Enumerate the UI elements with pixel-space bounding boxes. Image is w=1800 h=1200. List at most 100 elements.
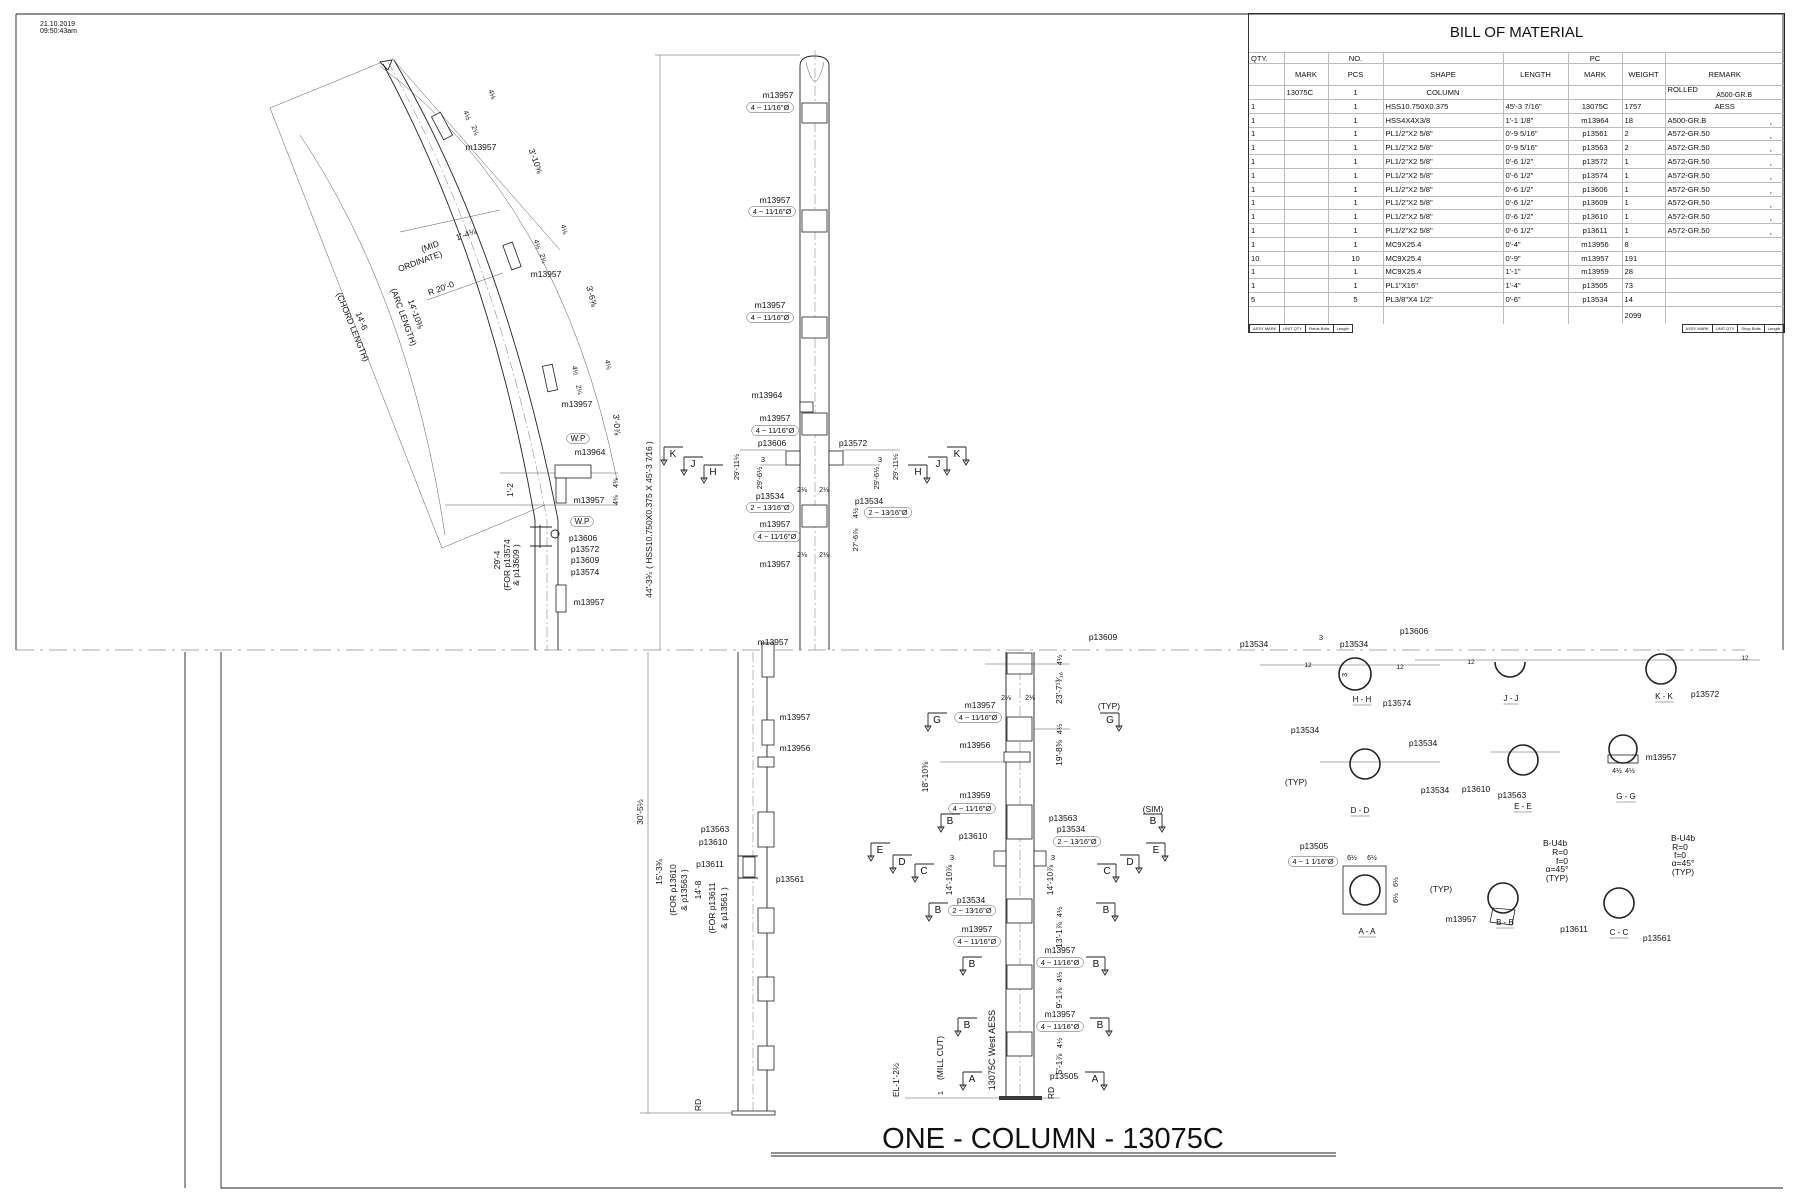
bom-cell-qty: 1 (1249, 264, 1285, 279)
section-cut-letter: B (964, 1020, 971, 1031)
sections-label: m13957 (1446, 914, 1477, 924)
elevation-lower-right-label: 3 (1051, 853, 1055, 862)
elevation-lower-right-label: m13957 (962, 924, 993, 934)
bom-cell-qty: 1 (1249, 209, 1285, 224)
bom-cell-qty: 1 (1249, 154, 1285, 169)
bom-cell-qty: 1 (1249, 278, 1285, 293)
section-cut-marker (889, 854, 912, 874)
elevation-lower-right-label: p13534 (1057, 824, 1086, 834)
header-no: NO. (1328, 52, 1384, 64)
bom-cell-shape: PL1"X16" (1383, 278, 1504, 293)
label-bubble (864, 507, 912, 518)
bom-cell-remark-tick: , (1769, 116, 1772, 126)
bom-cell-pc-mark: m13964 (1568, 112, 1623, 128)
bom-cell-weight: 28 (1622, 264, 1666, 279)
section-cut-marker (924, 712, 947, 732)
section-cut-marker (1100, 712, 1123, 732)
bom-cell-shape: PL1/2"X2 5/8" (1383, 167, 1504, 183)
sections-label: p13572 (1691, 689, 1720, 699)
elevation-upper-label: 3 (878, 455, 882, 464)
bom-cell-length: 0'-6 1/2" (1503, 154, 1569, 169)
section-cut-marker (700, 464, 723, 484)
elevation-lower-right-label: EL-1'-2½ (891, 1063, 901, 1097)
label-bubble (948, 905, 996, 916)
hss-section-d-d (1349, 748, 1381, 780)
header-shape: SHAPE (1383, 63, 1504, 86)
sections-label: (TYP) (1430, 884, 1452, 894)
header-qty: QTY. (1249, 52, 1285, 64)
label-bubble (746, 102, 794, 113)
header-length: LENGTH (1503, 63, 1569, 86)
elevation-upper-label: 29'-6½ (755, 466, 764, 489)
elevation-lower-right-label: p13610 (959, 831, 988, 841)
sections-label: p13534 (1421, 785, 1450, 795)
elevation-lower-right-label: 13'-1⅞ (1054, 921, 1064, 948)
section-cut-letter: C (920, 866, 927, 877)
elevation-lower-right-label: m13957 (965, 700, 996, 710)
bom-cell-remark-tick: , (1769, 213, 1772, 223)
sections-label: B-U4b (1671, 833, 1695, 843)
bom-footer-cell: UNIT QTY (1713, 324, 1739, 332)
bom-cell-qty: 1 (1249, 99, 1285, 114)
label-bubble (746, 502, 794, 513)
bom-cell-pc-mark: m13959 (1568, 264, 1623, 279)
sections-label: p13561 (1643, 933, 1672, 943)
bom-cell-pc-mark: p13611 (1568, 223, 1623, 238)
section-cut-letter: A (969, 1074, 976, 1085)
section-cut-letter: D (898, 857, 905, 868)
bom-footer-cell: UNIT QTY (1280, 324, 1306, 332)
bom-cell-length: 0'-9 5/16" (1503, 140, 1569, 155)
bom-cell-shape: PL1/2"X2 5/8" (1383, 209, 1504, 224)
sections-label: 4 ~ 1 1⁄16"Ø (1292, 857, 1333, 866)
bom-cell-qty: 1 (1249, 181, 1285, 197)
sections-label: 12 (1396, 664, 1404, 671)
hss-section-j-j (1494, 661, 1526, 678)
elevation-lower-right-label: 9'-1⅞ (1054, 987, 1064, 1009)
column-elevation-lower-left (640, 642, 776, 1116)
bom-cell-pc-mark: p13606 (1568, 181, 1623, 197)
arc-view-label: 4½ (532, 239, 542, 251)
bom-cell-remark: A572-GR.50 (1667, 212, 1710, 222)
label-bubble (570, 516, 594, 527)
section-cut-marker (867, 842, 890, 862)
elevation-upper-label: m13957 (760, 519, 791, 529)
elevation-upper-label: p13534 (756, 491, 785, 501)
bom-cell-pc-mark: 13075C (1568, 99, 1623, 114)
label-bubble (954, 712, 1002, 723)
bom-cell-pc-mark: p13610 (1568, 209, 1623, 224)
bom-cell-weight: 18 (1622, 112, 1666, 128)
bom-cell-pc-mark: m13956 (1568, 236, 1623, 252)
bom-cell-weight: 1 (1622, 167, 1666, 183)
arc-view-label: m13957 (574, 597, 605, 607)
elevation-lower-right-label: 14'-10⅞ (944, 864, 954, 895)
bom-cell-pc-mark: p13561 (1568, 126, 1623, 141)
bom-cell-length: 1'-1 1/8" (1503, 112, 1569, 128)
bom-cell-pcs: 1 (1328, 140, 1384, 155)
section-cut-letter: K (670, 449, 677, 460)
elevation-upper-label: 44'-3¾ (644, 571, 654, 598)
bom-cell-length: 0'-9 5/16" (1503, 126, 1569, 141)
sections-label: 3 (1340, 673, 1349, 677)
section-cut-marker (1086, 956, 1109, 976)
label-bubble (753, 531, 801, 542)
elevation-lower-left-label: (FOR p13610 (668, 864, 678, 916)
section-cut-letter: B (1103, 905, 1110, 916)
elevation-lower-right-label: 2⅛ (1025, 695, 1035, 702)
elevation-lower-left-label: 15'-3¾ (654, 858, 664, 885)
bom-cell-length: 1'-1" (1503, 264, 1569, 279)
bom-cell-shape: PL3/8"X4 1/2" (1383, 292, 1504, 307)
arc-view-label: 29'-4 (492, 550, 502, 569)
bom-cell-shape: HSS4X4X3/8 (1383, 112, 1504, 128)
bom-cell-pcs: 1 (1328, 112, 1384, 128)
section-cut-letter: G (933, 715, 941, 726)
sections-label: p13534 (1409, 738, 1438, 748)
sections-label: (TYP) (1546, 873, 1568, 883)
bom-cell-remark: A572-GR.50 (1667, 198, 1710, 208)
sections-label: p13563 (1498, 790, 1527, 800)
bom-cell-weight: 1 (1622, 154, 1666, 169)
bom-cell-pc-mark: p13534 (1568, 292, 1623, 307)
